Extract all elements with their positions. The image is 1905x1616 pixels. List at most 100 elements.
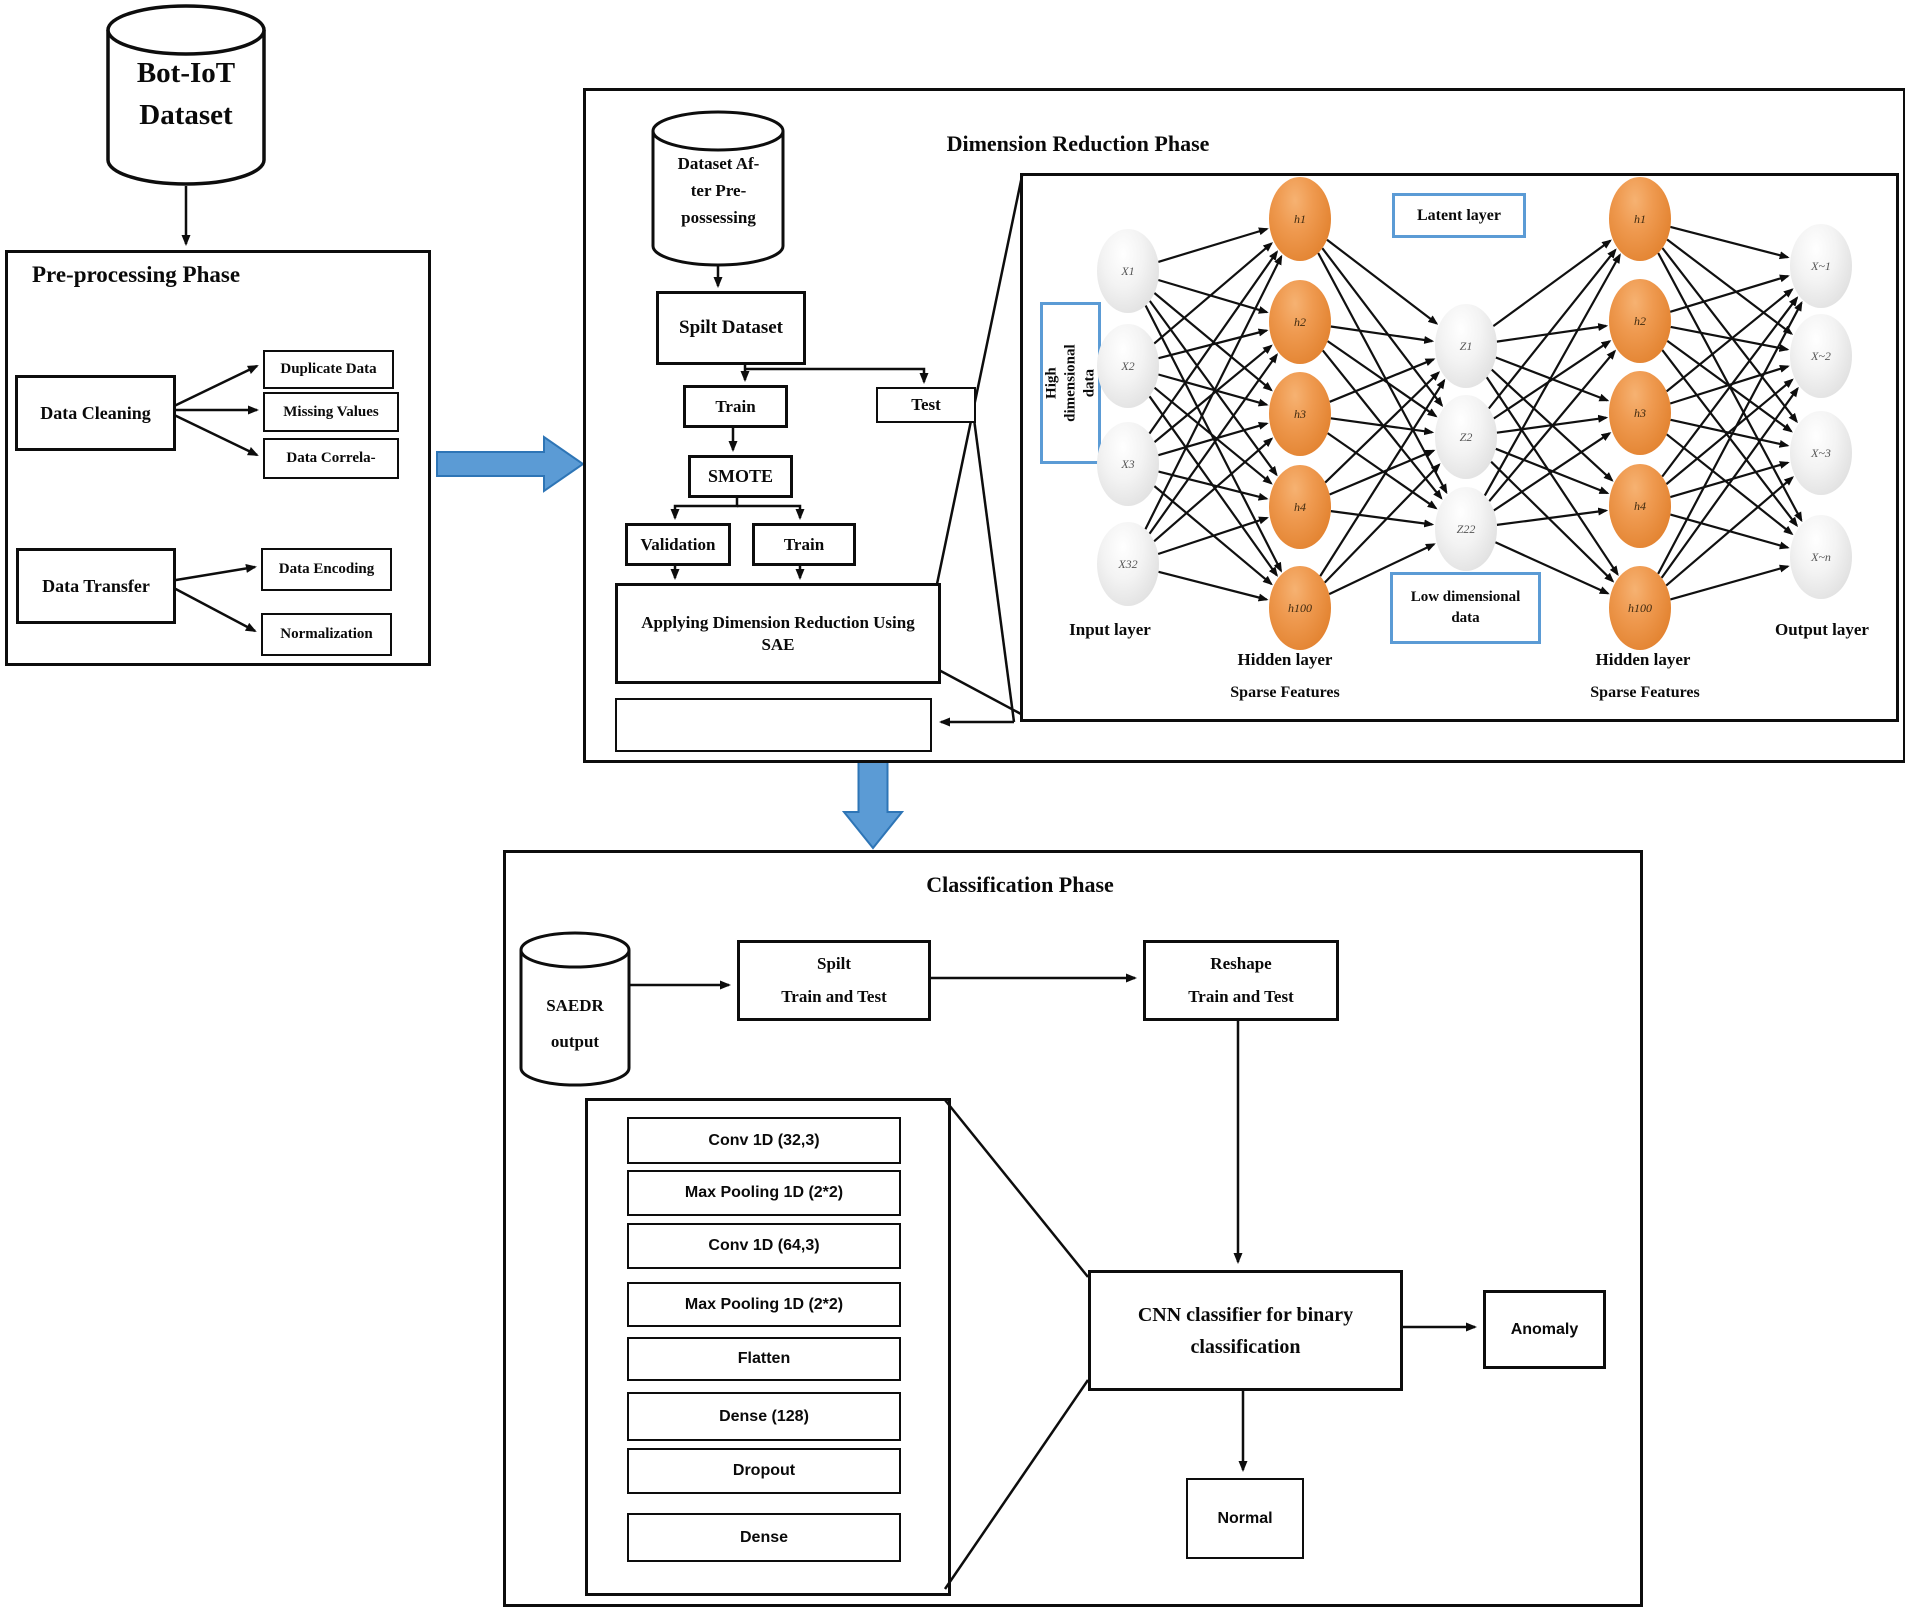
test-box: Test [876, 387, 976, 423]
sae-line1: Applying Dimension Reduction Using [641, 613, 915, 633]
nn-node-label: X2 [1121, 358, 1135, 373]
cnn-classifier-line2: classification [1190, 1335, 1301, 1358]
data-cleaning-label: Data Cleaning [40, 402, 151, 423]
saedr-cylinder [519, 931, 631, 1087]
split-train-test-line2: Train and Test [781, 986, 887, 1006]
classification-title: Classification Phase [926, 872, 1114, 897]
nn-node-input-X1: X1 [1097, 229, 1159, 313]
maxpool2-box: Max Pooling 1D (2*2) [627, 1282, 901, 1327]
callout-lines [935, 175, 1090, 1590]
cnn-classifier-box: CNN classifier for binary classification [1088, 1270, 1403, 1391]
nn-node-output-X~1: X~1 [1790, 224, 1852, 308]
flatten-label: Flatten [737, 1350, 791, 1367]
maxpool1-label: Max Pooling 1D (2*2) [684, 1184, 844, 1201]
dropout-box: Dropout [627, 1448, 901, 1494]
low-dimensional-data-label: Low dimensional data [1410, 589, 1521, 626]
dataset-after-line1: Dataset Af- [677, 154, 760, 173]
nn-node-hidden2-h2: h2 [1609, 279, 1671, 363]
train-box: Train [683, 385, 788, 428]
blue-arrow-right [436, 435, 585, 493]
hidden-layer-right-label: Hidden layer [1595, 650, 1691, 669]
normalization-label: Normalization [280, 626, 373, 643]
maxpool1-box: Max Pooling 1D (2*2) [627, 1170, 901, 1216]
nn-node-label: h100 [1288, 600, 1312, 615]
high-dimensional-data-box: High dimensional data [1040, 302, 1101, 464]
dimension-reduction-phase-box [583, 88, 1905, 763]
nn-node-latent-Z2: Z2 [1435, 395, 1497, 479]
nn-node-label: X3 [1121, 456, 1135, 471]
conv1d-64-box: Conv 1D (64,3) [627, 1223, 901, 1269]
dropout-label: Dropout [732, 1462, 796, 1479]
reshape-train-test-line1: Reshape [1210, 954, 1272, 974]
nn-node-hidden1-h4: h4 [1269, 465, 1331, 549]
validation-box: Validation [625, 523, 731, 566]
flatten-box: Flatten [627, 1337, 901, 1381]
maxpool2-label: Max Pooling 1D (2*2) [684, 1295, 844, 1313]
data-encoding-label: Data Encoding [278, 561, 375, 578]
nn-node-input-X3: X3 [1097, 422, 1159, 506]
split-dataset-label: Spilt Dataset [679, 317, 783, 339]
cnn-classifier-line1: CNN classifier for binary [1137, 1303, 1354, 1326]
flow-connectors [169, 186, 1477, 1472]
split-dataset-box: Spilt Dataset [656, 291, 806, 365]
nn-node-label: h1 [1634, 211, 1646, 226]
nn-node-hidden1-h2: h2 [1269, 280, 1331, 364]
output-layer-label: Output layer [1775, 620, 1869, 639]
nn-node-label: X32 [1118, 556, 1138, 571]
sae-line2: SAE [761, 634, 795, 654]
conv1d-64-label: Conv 1D (64,3) [708, 1237, 820, 1254]
saedr-line2: output [550, 1031, 600, 1051]
data-cleaning-box: Data Cleaning [15, 375, 176, 451]
bot-iot-line1: Bot-IoT [136, 57, 236, 89]
nn-node-label: h3 [1634, 405, 1646, 420]
sae-box: Applying Dimension Reduction Using SAE [615, 583, 941, 684]
smote-label: SMOTE [707, 466, 773, 487]
smote-box: SMOTE [688, 455, 793, 498]
test-label: Test [911, 395, 941, 415]
preprocessing-phase-box [5, 250, 431, 666]
dense-128-box: Dense (128) [627, 1392, 901, 1441]
nn-node-hidden2-h4: h4 [1609, 464, 1671, 548]
nn-node-label: h1 [1294, 211, 1306, 226]
nn-node-label: h4 [1634, 498, 1646, 513]
nn-node-label: h100 [1628, 600, 1652, 615]
nn-node-input-X32: X32 [1097, 522, 1159, 606]
conv1d-32-label: Conv 1D (32,3) [708, 1131, 820, 1149]
nn-node-label: X~2 [1811, 348, 1831, 363]
missing-values-box: Missing Values [263, 392, 399, 432]
data-correlation-box: Data Correla- [263, 438, 399, 479]
nn-node-latent-Z22: Z22 [1435, 487, 1497, 571]
anomaly-label: Anomaly [1510, 1320, 1579, 1338]
nn-node-label: h4 [1294, 499, 1306, 514]
sparse-features-right-label: Sparse Features [1590, 684, 1700, 701]
data-transfer-label: Data Transfer [42, 575, 150, 596]
nn-node-label: X1 [1121, 263, 1135, 278]
low-dimensional-data-box: Low dimensional data [1390, 572, 1541, 644]
nn-node-label: h3 [1294, 406, 1306, 421]
dataset-after-cylinder [651, 110, 785, 267]
missing-values-label: Missing Values [283, 403, 379, 420]
dense-128-label: Dense (128) [719, 1407, 809, 1425]
nn-node-hidden2-h1: h1 [1609, 177, 1671, 261]
hidden-layer-left-label: Hidden layer [1237, 650, 1333, 669]
latent-layer-box: Latent layer [1392, 193, 1526, 238]
bot-iot-line2: Dataset [139, 99, 233, 132]
dimension-reduction-title: Dimension Reduction Phase [946, 131, 1210, 156]
split-train-test-box: Spilt Train and Test [737, 940, 931, 1021]
nn-node-hidden1-h100: h100 [1269, 566, 1331, 650]
nn-node-label: Z2 [1459, 429, 1473, 444]
train-label: Train [715, 396, 756, 416]
normalization-box: Normalization [261, 613, 392, 656]
data-correlation-label: Data Correla- [286, 450, 376, 467]
autoencoder-box [1020, 173, 1899, 722]
nn-node-label: Z22 [1456, 521, 1476, 536]
cnn-layers-container [585, 1098, 951, 1596]
nn-node-output-X~2: X~2 [1790, 314, 1852, 398]
input-layer-label: Input layer [1069, 620, 1151, 639]
autoencoder-edges [1144, 225, 1803, 602]
saedr-output-label: SAEDR output [521, 988, 629, 1059]
conv1d-32-box: Conv 1D (32,3) [627, 1117, 901, 1164]
reshape-train-test-box: Reshape Train and Test [1143, 940, 1339, 1021]
nn-node-output-X~n: X~n [1790, 515, 1852, 599]
